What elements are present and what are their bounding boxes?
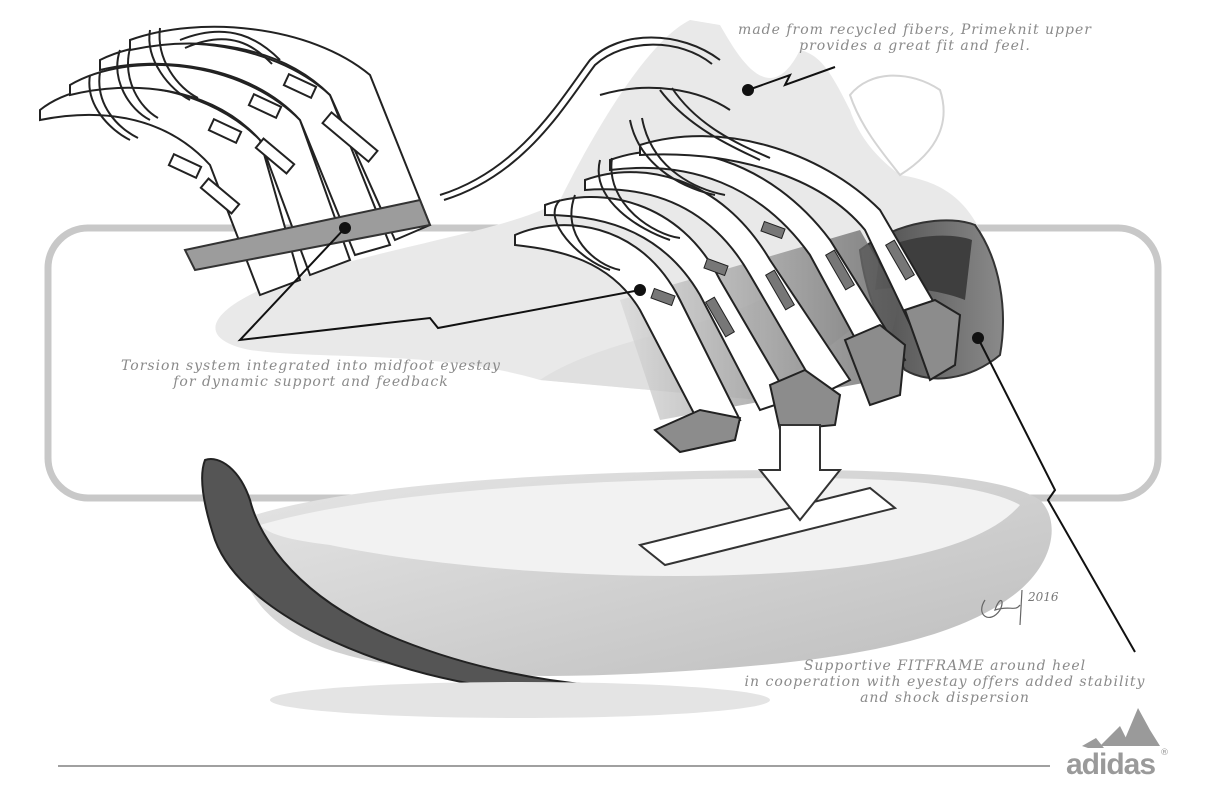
fitframe-note-line-1: Supportive FITFRAME around heel bbox=[803, 658, 1087, 674]
exploded-eyestay-slots bbox=[167, 72, 379, 215]
exploded-laces bbox=[88, 27, 281, 141]
sole-shadow bbox=[270, 682, 770, 718]
primeknit-dot bbox=[742, 84, 754, 96]
torsion-note: Torsion system integrated into midfoot e… bbox=[96, 358, 526, 390]
strap-slots bbox=[650, 220, 916, 338]
torsion-note-line-1: Torsion system integrated into midfoot e… bbox=[121, 358, 501, 374]
footer-divider bbox=[58, 765, 1050, 767]
torsion-bar bbox=[183, 198, 432, 272]
adidas-logo-icon bbox=[1082, 708, 1160, 748]
fitframe-note-line-2: in cooperation with eyestay offers added… bbox=[744, 674, 1146, 690]
torsion-leader bbox=[237, 227, 641, 342]
laces bbox=[439, 36, 771, 271]
signature-year: 2016 bbox=[1028, 590, 1059, 604]
primeknit-leader bbox=[747, 66, 836, 91]
torsion-dot-2 bbox=[634, 284, 646, 296]
fitframe-dot bbox=[972, 332, 984, 344]
callout-lines bbox=[237, 66, 1136, 653]
assembly-arrow bbox=[757, 424, 843, 522]
fitframe-leader bbox=[977, 337, 1136, 653]
signature-scribble bbox=[981, 589, 1023, 626]
fitframe-note: Supportive FITFRAME around heel in coope… bbox=[720, 658, 1170, 706]
adidas-wordmark: adidas bbox=[1066, 748, 1156, 781]
strap-end-caps bbox=[653, 298, 962, 454]
primeknit-note-line-1: made from recycled fibers, Primeknit upp… bbox=[738, 22, 1092, 38]
upper-collar bbox=[848, 74, 945, 177]
torsion-dot-1 bbox=[339, 222, 351, 234]
primeknit-note: made from recycled fibers, Primeknit upp… bbox=[720, 22, 1110, 54]
registered-mark: ® bbox=[1160, 748, 1169, 758]
primeknit-note-line-2: provides a great fit and feel. bbox=[799, 38, 1031, 54]
fitframe-note-line-3: and shock dispersion bbox=[860, 690, 1030, 706]
torsion-note-line-2: for dynamic support and feedback bbox=[173, 374, 449, 390]
